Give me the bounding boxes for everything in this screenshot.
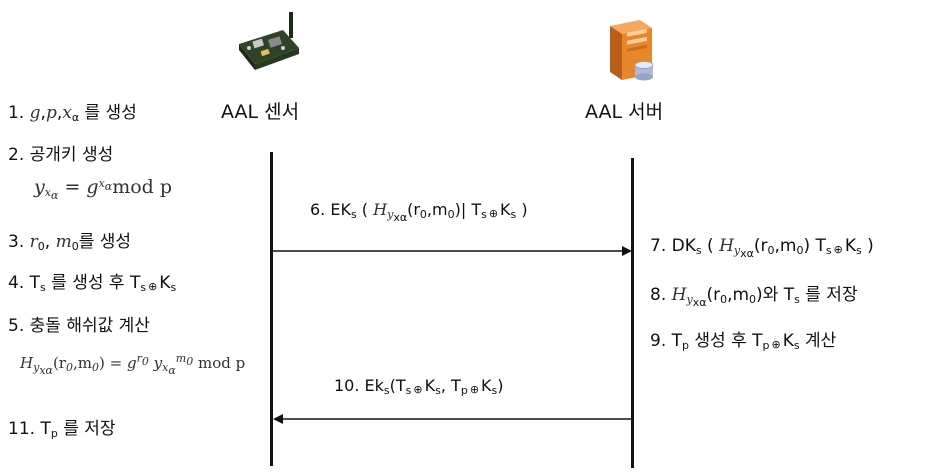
message-6: 6. EKs ( Hyxα(r0,m0)| Ts⊕Ks ) [310, 200, 528, 224]
step-7: 7. DKs ( Hyxα(r0,m0) Ts⊕Ks ) [650, 236, 874, 260]
arrow-6 [273, 246, 632, 256]
public-key-formula: yxα = gxαmod p [34, 176, 172, 202]
step-3: 3. r0, m0를 생성 [8, 227, 131, 253]
hash-formula: Hyxα(r0,m0) = gr0 yxαm0 mod p [20, 352, 245, 377]
arrow-10 [273, 414, 631, 424]
step-2: 2. 공개키 생성 [8, 140, 113, 165]
step-1: 1. g,p,xα 를 생성 [8, 98, 137, 124]
message-10: 10. Eks(Ts⊕Ks, Tp⊕Ks) [334, 376, 504, 397]
step-8: 8. Hyxα(r0,m0)와 Ts 를 저장 [650, 280, 858, 309]
step-9: 9. Tp 생성 후 Tp⊕Ks 계산 [650, 326, 836, 352]
step-11: 11. Tp 를 저장 [8, 414, 116, 440]
step-4: 4. Ts 를 생성 후 Ts⊕Ks [8, 268, 176, 294]
step-5: 5. 충돌 해쉬값 계산 [8, 311, 150, 336]
